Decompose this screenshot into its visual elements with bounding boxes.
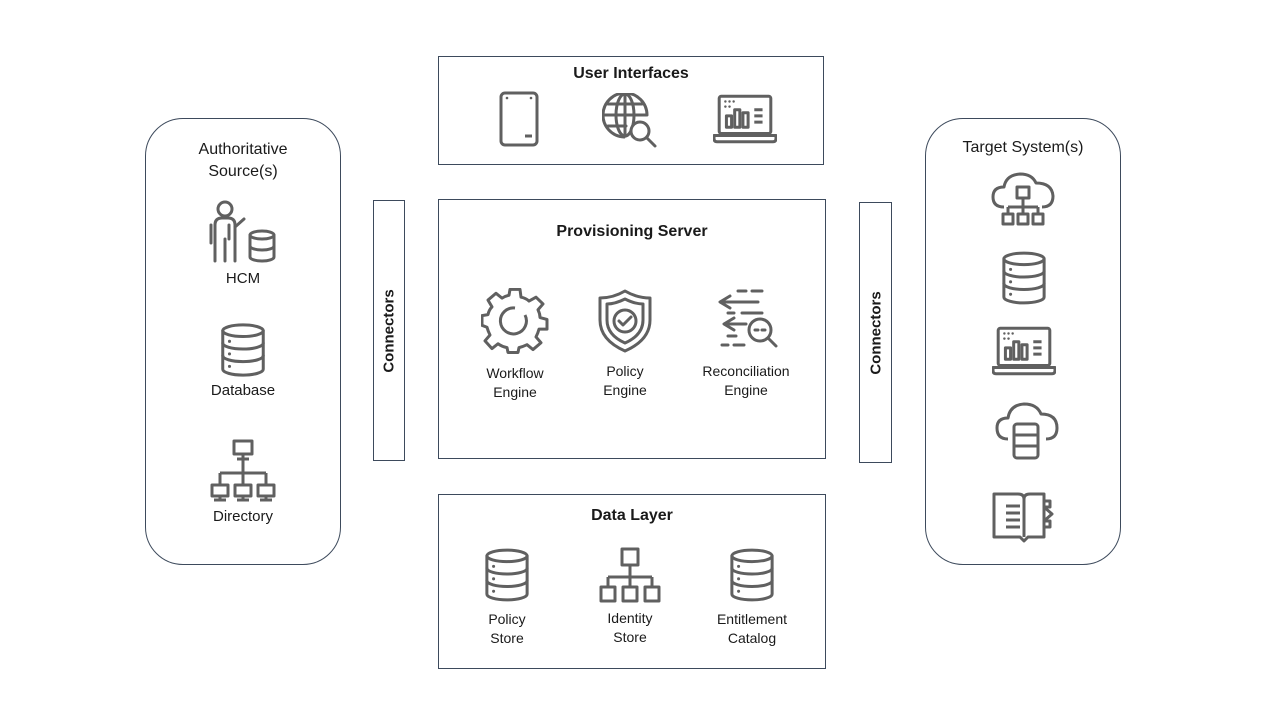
cloud-database-icon (994, 399, 1060, 461)
person-database-icon (208, 199, 278, 265)
authoritative-sources-title: Authoritative Source(s) (146, 139, 340, 183)
entitlement-catalog-label: Entitlement Catalog (702, 610, 802, 648)
provisioning-server-title: Provisioning Server (556, 223, 708, 240)
policy-store: Policy Store (462, 548, 552, 648)
database-label: Database (210, 382, 276, 399)
entitlement-catalog: Entitlement Catalog (702, 548, 802, 648)
store-line-1: Identity (607, 610, 653, 626)
database-icon (485, 548, 529, 602)
hcm-item: HCM (146, 199, 340, 289)
shield-check-icon (597, 288, 653, 354)
user-interfaces-panel: User Interfaces (438, 56, 824, 165)
reconciliation-engine: Reconciliation Engine (685, 288, 807, 400)
workflow-engine: Workflow Engine (462, 288, 568, 402)
user-interfaces-title: User Interfaces (573, 65, 689, 82)
reconciliation-search-icon (712, 288, 780, 354)
engine-line-2: Engine (724, 382, 768, 398)
hierarchy-icon (599, 547, 661, 603)
store-line-2: Catalog (727, 630, 777, 646)
target-systems-title: Target System(s) (962, 139, 1084, 156)
store-line-1: Policy (488, 611, 526, 627)
hcm-label: HCM (225, 270, 261, 287)
target-systems-panel: Target System(s) (925, 118, 1121, 565)
engine-line-2: Engine (493, 384, 537, 400)
title-line-1: Authoritative (198, 141, 288, 158)
provisioning-server-panel: Provisioning Server Workflow Engine Poli… (438, 199, 826, 459)
policy-engine: Policy Engine (574, 288, 676, 400)
policy-store-label: Policy Store (462, 610, 552, 648)
store-line-2: Store (613, 629, 647, 645)
connectors-right: Connectors (859, 202, 892, 463)
network-directory-icon (210, 439, 276, 503)
engine-line-1: Reconciliation (702, 363, 790, 379)
store-line-2: Store (490, 630, 524, 646)
engine-line-2: Engine (603, 382, 647, 398)
database-icon (221, 323, 265, 377)
connectors-left-label: Connectors (380, 288, 398, 373)
title-line-2: Source(s) (208, 163, 278, 180)
globe-search-icon (602, 93, 660, 151)
book-icon (992, 491, 1058, 543)
laptop-dashboard-icon (992, 326, 1056, 376)
workflow-engine-label: Workflow Engine (462, 364, 568, 402)
directory-label: Directory (212, 508, 273, 525)
database-item: Database (146, 323, 340, 401)
reconciliation-engine-label: Reconciliation Engine (685, 362, 807, 400)
authoritative-sources-panel: Authoritative Source(s) HCM Database (145, 118, 341, 565)
connectors-left: Connectors (373, 200, 405, 461)
cloud-hierarchy-icon (990, 169, 1056, 227)
laptop-dashboard-icon (713, 94, 777, 144)
database-icon (1002, 251, 1046, 305)
gear-icon (481, 288, 549, 356)
database-icon (730, 548, 774, 602)
engine-line-1: Workflow (486, 365, 544, 381)
mobile-device-icon (499, 91, 539, 147)
data-layer-panel: Data Layer Policy Store Identity Store E… (438, 494, 826, 669)
identity-store-label: Identity Store (580, 609, 680, 647)
engine-line-1: Policy (606, 363, 644, 379)
connectors-right-label: Connectors (867, 290, 884, 375)
directory-item: Directory (146, 439, 340, 527)
store-line-1: Entitlement (716, 611, 788, 627)
identity-store: Identity Store (580, 547, 680, 647)
policy-engine-label: Policy Engine (574, 362, 676, 400)
data-layer-title: Data Layer (591, 507, 673, 524)
